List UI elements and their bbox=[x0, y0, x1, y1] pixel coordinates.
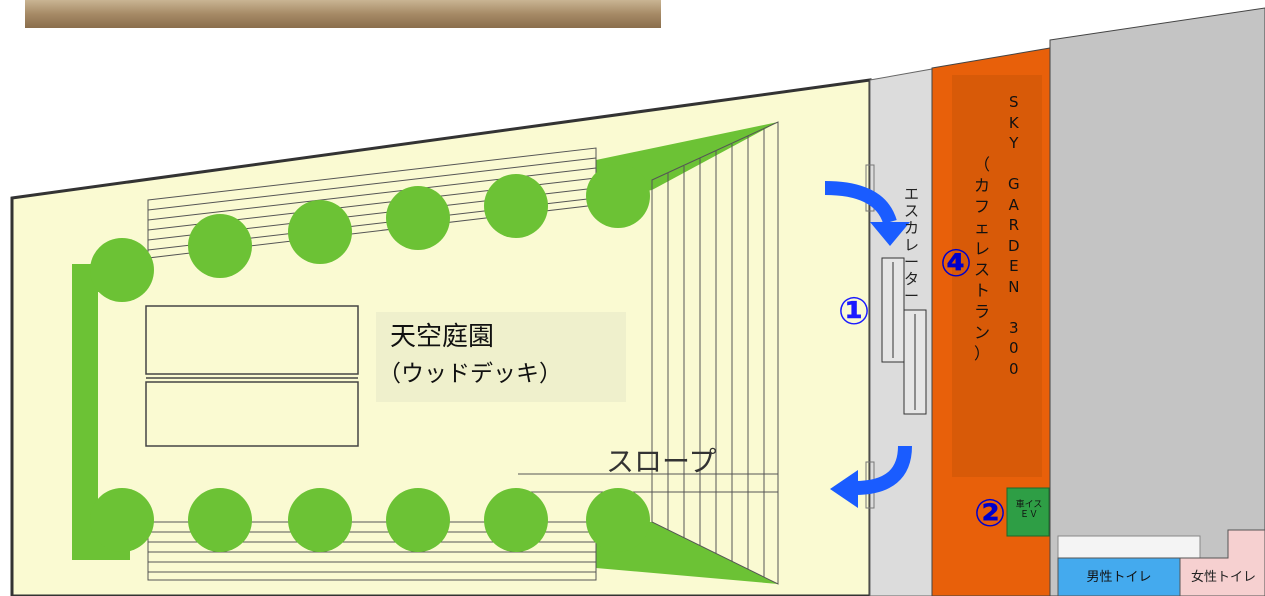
womens-restroom-label: 女性トイレ bbox=[1190, 570, 1256, 585]
slope-label: スロープ bbox=[606, 445, 717, 478]
escalator bbox=[881, 257, 927, 415]
building-block bbox=[1049, 7, 1265, 596]
arrow-enter-head bbox=[870, 222, 910, 246]
wood-banner bbox=[25, 0, 661, 28]
trees-top bbox=[90, 164, 650, 302]
arrow-exit bbox=[854, 445, 912, 495]
restaurant-subtitle: （ カ フ ェ レ ス ト ラ ン ） bbox=[974, 155, 991, 363]
slope-ramp bbox=[518, 473, 779, 493]
wheelchair-elevator bbox=[1006, 487, 1050, 537]
marker-4: ④ bbox=[940, 241, 973, 285]
arrow-exit-head bbox=[830, 470, 858, 508]
restaurant-name: S K Y G A R D E N 3 0 0 bbox=[1008, 93, 1020, 378]
mens-restroom-label: 男性トイレ bbox=[1086, 570, 1152, 585]
marker-2: ② bbox=[974, 491, 1007, 535]
garden-title: 天空庭園 bbox=[390, 322, 495, 352]
steps-right bbox=[651, 121, 779, 585]
restaurant-inner bbox=[952, 75, 1042, 477]
arrow-enter bbox=[824, 181, 897, 225]
green-planter-left bbox=[72, 264, 130, 560]
wheelchair-ev-label: 車イス ＥＶ bbox=[1015, 500, 1043, 520]
womens-restroom bbox=[1179, 529, 1265, 596]
restroom-strip bbox=[1057, 535, 1201, 559]
marker-1: ① bbox=[838, 289, 871, 333]
trees-bottom bbox=[90, 488, 650, 552]
garden-subtitle: （ウッドデッキ） bbox=[378, 361, 562, 387]
bench-boxes bbox=[145, 305, 359, 447]
escalator-label: エ ス カ レ ー タ ー bbox=[904, 185, 920, 305]
garden-label-box bbox=[376, 312, 626, 402]
